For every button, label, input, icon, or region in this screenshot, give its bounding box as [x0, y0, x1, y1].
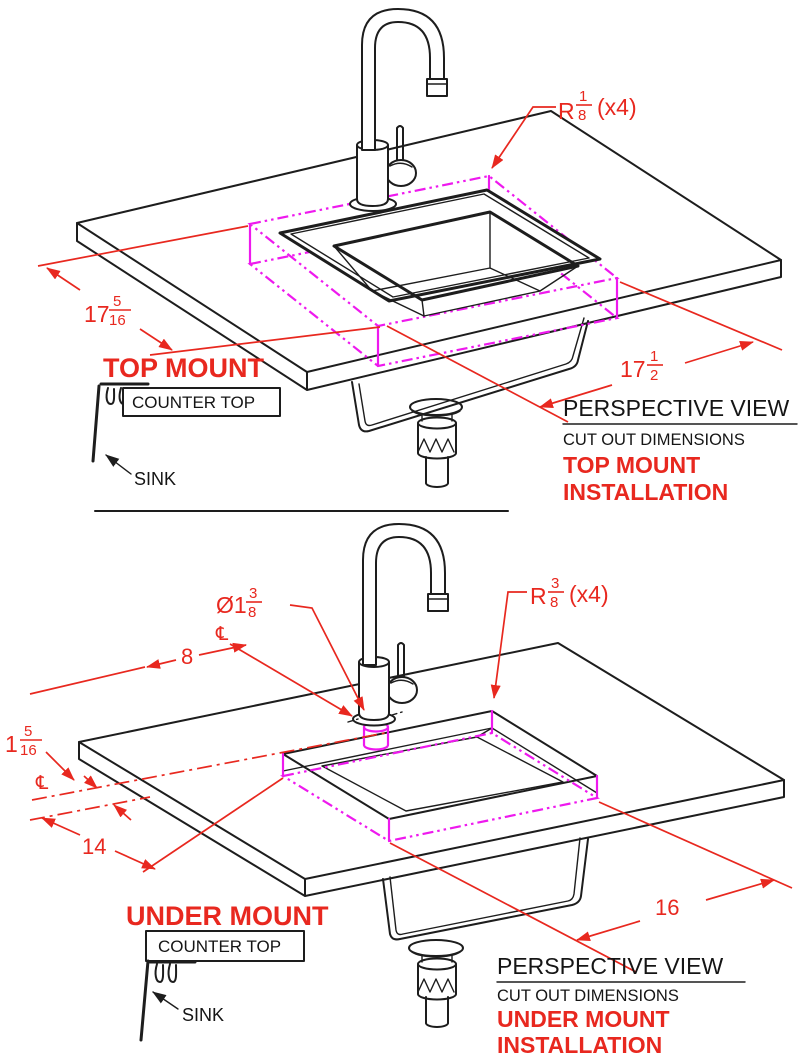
centerlines: ℄ ℄	[29, 623, 386, 821]
width-dimension: 17 1 2	[386, 281, 783, 423]
top-mount-title: TOP MOUNT	[103, 353, 265, 383]
width-dimension-bottom: 16	[389, 801, 793, 973]
faucet-offset-value: 8	[181, 644, 193, 669]
radius-denominator: 8	[578, 107, 586, 124]
top-view-caption: PERSPECTIVE VIEW CUT OUT DIMENSIONS TOP …	[562, 395, 798, 505]
view-subtitle: CUT OUT DIMENSIONS	[563, 431, 745, 449]
faucet	[349, 8, 448, 212]
sink-bowl	[351, 317, 589, 433]
centerline-symbol-left: ℄	[35, 772, 49, 794]
radius-suffix: (x4)	[569, 581, 609, 607]
depth-dim-denominator: 16	[109, 312, 126, 329]
sink-label: SINK	[134, 469, 176, 489]
faucet-hole-callout: Ø1 3 8	[216, 585, 365, 711]
corner-radius-callout: R 1 8 (x4)	[491, 88, 637, 169]
sink-rim	[278, 188, 602, 317]
install-line2: INSTALLATION	[563, 479, 728, 505]
countertop-label: COUNTER TOP	[132, 393, 255, 412]
install-line2-bottom: INSTALLATION	[497, 1032, 662, 1057]
depth-dimension-bottom: 14	[41, 777, 284, 873]
width-dim-numerator: 1	[650, 348, 658, 365]
width-dim-denominator: 2	[650, 367, 658, 384]
width-dim-whole: 17	[620, 356, 646, 382]
hole-dia-numerator: 3	[249, 585, 257, 602]
install-line1-bottom: UNDER MOUNT	[497, 1006, 670, 1032]
depth-dimension: 17 5 16	[37, 225, 381, 356]
under-mount-detail: COUNTER TOP SINK	[139, 930, 305, 1042]
radius-prefix: R	[530, 583, 547, 609]
sink-label-bottom: SINK	[182, 1005, 224, 1025]
width-dim-value: 16	[655, 895, 679, 920]
cl-offset-denominator: 16	[20, 742, 37, 759]
centerline-symbol-faucet: ℄	[215, 623, 229, 645]
radius-suffix: (x4)	[597, 94, 637, 120]
cl-offset-numerator: 5	[24, 723, 32, 740]
hole-dia-denominator: 8	[248, 604, 256, 621]
top-mount-view: R 1 8 (x4) 17 5 16 17 1 2	[37, 8, 798, 512]
radius-numerator: 1	[579, 88, 587, 105]
cutout-outline-bottom	[280, 709, 600, 843]
top-mount-detail: COUNTER TOP SINK	[91, 382, 281, 489]
sink-bowl-bottom	[382, 837, 589, 941]
cl-offset-whole: 1	[5, 731, 18, 757]
depth-dim-numerator: 5	[113, 293, 121, 310]
drain-assembly-bottom	[408, 939, 464, 1028]
countertop-label-bottom: COUNTER TOP	[158, 937, 281, 956]
radius-prefix: R	[558, 98, 575, 124]
bottom-view-caption: PERSPECTIVE VIEW CUT OUT DIMENSIONS UNDE…	[496, 953, 746, 1057]
install-line1: TOP MOUNT	[563, 452, 700, 478]
under-mount-title: UNDER MOUNT	[126, 901, 329, 931]
hole-dia-prefix: Ø1	[216, 592, 247, 618]
view-title-bottom: PERSPECTIVE VIEW	[497, 953, 724, 979]
radius-denominator: 8	[550, 594, 558, 611]
view-title: PERSPECTIVE VIEW	[563, 395, 790, 421]
depth-dim-value: 14	[82, 834, 106, 859]
depth-dim-whole: 17	[84, 301, 110, 327]
drain-assembly	[409, 398, 463, 488]
faucet-offset-dimension: 8	[29, 642, 247, 695]
corner-radius-callout-bottom: R 3 8 (x4)	[490, 575, 609, 699]
counter-top-slab-bottom	[78, 642, 785, 897]
under-mount-view: R 3 8 (x4) Ø1 3 8 ℄ ℄ 8	[5, 523, 793, 1057]
faucet-bottom	[347, 523, 449, 727]
view-subtitle-bottom: CUT OUT DIMENSIONS	[497, 987, 679, 1005]
centerline-offset-dimension: 1 5 16	[5, 723, 132, 821]
radius-numerator: 3	[551, 575, 559, 592]
